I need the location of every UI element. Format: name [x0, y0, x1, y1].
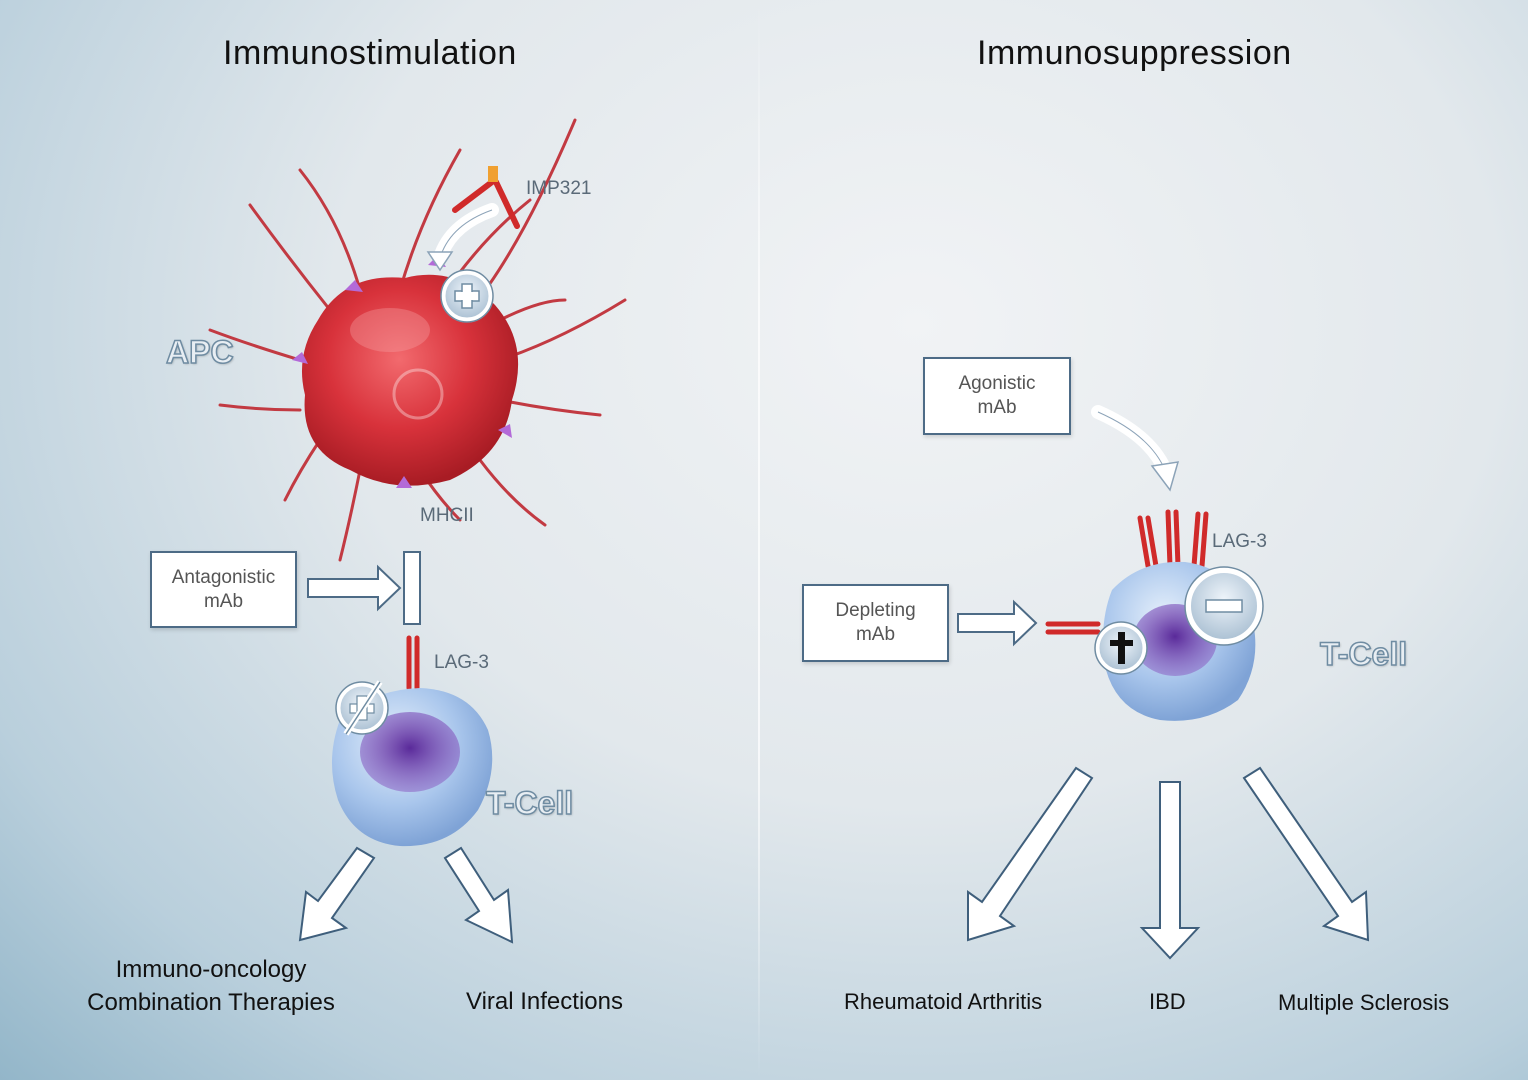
outcome-immuno-oncology: Immuno-oncology Combination Therapies [87, 956, 335, 1016]
imp321-arrow [433, 203, 499, 265]
heading-immunostimulation: Immunostimulation [223, 34, 517, 72]
outcome-arrow-right-3 [1242, 766, 1370, 942]
apc-label: APC [165, 333, 234, 371]
minus-icon [1184, 566, 1264, 646]
lag3-horizontal [1045, 621, 1101, 635]
outcome-multiple-sclerosis: Multiple Sclerosis [1278, 990, 1450, 1015]
imp321-label: IMP321 [526, 178, 592, 199]
cross-icon [1094, 621, 1148, 675]
outcome-viral-infections: Viral Infections [466, 988, 623, 1015]
antagonistic-mab-box: Antagonistic mAb [150, 551, 297, 628]
block-bar [403, 551, 421, 625]
blocked-icon [335, 680, 389, 736]
lag3-receptor-left [406, 635, 420, 691]
depleting-arrow [957, 599, 1038, 647]
lag3-label-left: LAG-3 [434, 652, 489, 673]
outcome-arrow-left-2 [443, 846, 514, 944]
tcell-label-left: T-Cell [485, 784, 574, 822]
lag3-receptors-right [1137, 509, 1209, 569]
heading-immunosuppression: Immunosuppression [977, 34, 1292, 72]
mhcii-molecules [292, 255, 512, 488]
mhcii-label: MHCII [420, 505, 474, 526]
antagonistic-arrow [307, 564, 402, 612]
panel-divider [758, 0, 760, 1080]
tcell-label-right: T-Cell [1319, 635, 1408, 673]
outcome-arrow-right-1 [967, 766, 1094, 942]
agonistic-arrow [1091, 405, 1172, 477]
imp321-molecule [452, 166, 520, 229]
apc-cell [208, 118, 627, 562]
outcome-arrow-right-2 [1139, 781, 1201, 960]
plus-icon [440, 269, 494, 323]
depleting-mab-box: Depleting mAb [802, 584, 949, 662]
lag3-label-right: LAG-3 [1212, 531, 1267, 552]
outcome-arrow-left-1 [298, 846, 376, 942]
agonistic-mab-box: Agonistic mAb [923, 357, 1071, 435]
outcome-rheumatoid-arthritis: Rheumatoid Arthritis [844, 989, 1043, 1014]
outcome-ibd: IBD [1149, 989, 1186, 1014]
